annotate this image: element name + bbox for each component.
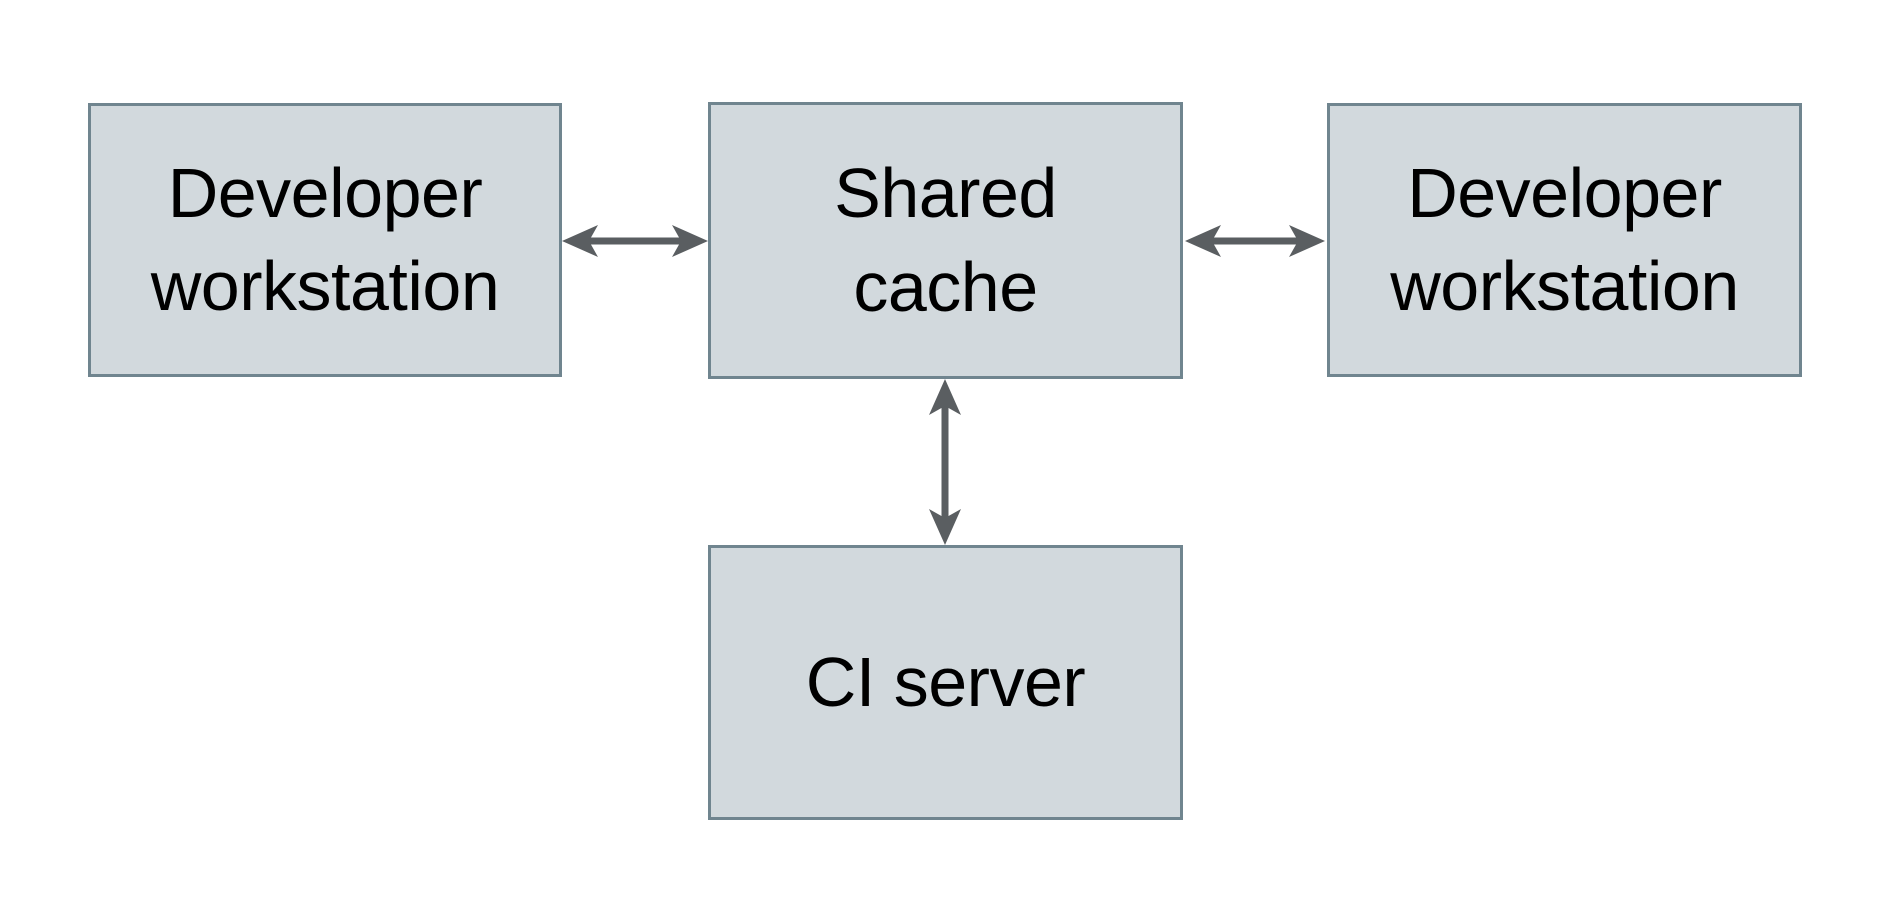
node-label: Developer workstation — [1390, 153, 1739, 325]
node-ci-server: CI server — [708, 545, 1183, 820]
node-label: Shared cache — [834, 154, 1057, 326]
double-arrow-icon — [562, 225, 708, 257]
node-developer-workstation-right: Developer workstation — [1327, 103, 1802, 377]
double-arrow-icon — [1185, 225, 1325, 257]
node-label: CI server — [805, 642, 1086, 721]
node-developer-workstation-left: Developer workstation — [88, 103, 562, 377]
node-shared-cache: Shared cache — [708, 102, 1183, 379]
node-label: Developer workstation — [150, 153, 500, 325]
double-arrow-icon — [929, 379, 961, 545]
